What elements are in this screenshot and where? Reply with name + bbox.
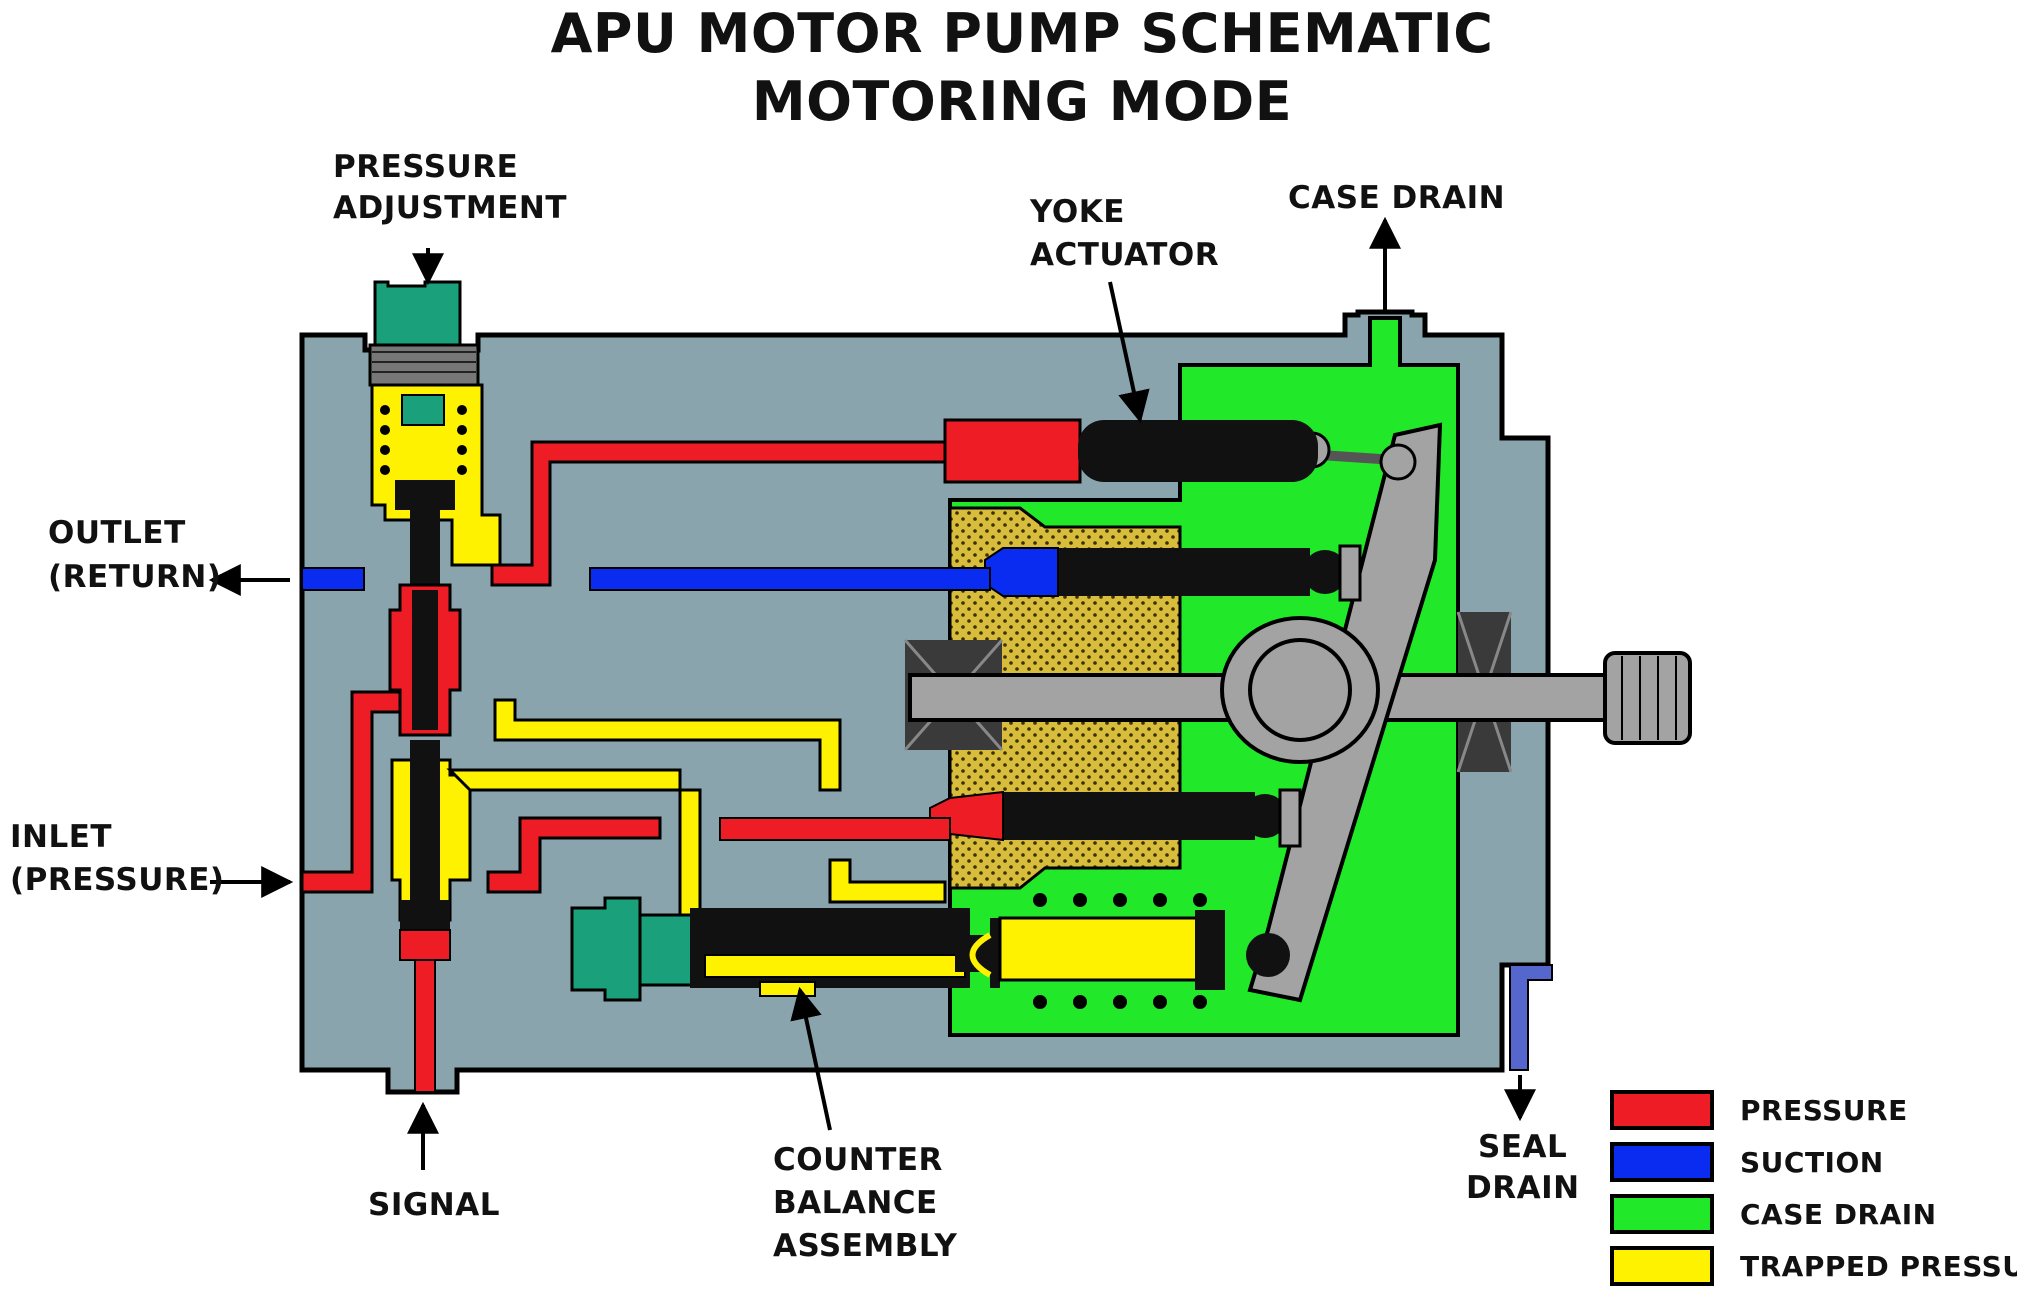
suction-line	[589, 567, 991, 591]
trapped-line-upper	[493, 698, 842, 792]
lower-pressure-line	[486, 816, 662, 894]
counter-balance-assembly	[570, 893, 1225, 1009]
label-pressure-adjustment-1: PRESSURE	[333, 149, 518, 185]
legend-swatch	[1610, 1142, 1714, 1182]
signal-line	[414, 959, 436, 1093]
title-line-1: APU MOTOR PUMP SCHEMATIC	[551, 2, 1494, 65]
lower-piston	[929, 788, 1302, 848]
piston-pressure-line	[719, 817, 951, 841]
fluid-lines	[300, 440, 1553, 1071]
yoke-lower-shoe	[1246, 933, 1290, 977]
actuator-piston	[1078, 420, 1318, 482]
counter-balance-leader	[790, 986, 832, 1131]
label-counter-balance-3: ASSEMBLY	[773, 1228, 957, 1264]
label-signal: SIGNAL	[368, 1187, 500, 1223]
upper-piston-rod	[1055, 548, 1310, 596]
label-outlet-2: (RETURN)	[48, 559, 222, 595]
outlet-line	[301, 567, 365, 591]
legend: PRESSURE SUCTION CASE DRAIN TRAPPED PRESSUR…	[1610, 1090, 2017, 1286]
counter-balance-cap	[570, 896, 642, 1002]
callout-arrows	[208, 216, 1536, 1170]
seal-drain-line	[1509, 964, 1553, 1071]
label-seal-drain-1: SEAL	[1478, 1129, 1567, 1165]
inlet-line	[300, 690, 402, 894]
yoke-actuator-leader	[1108, 281, 1150, 424]
label-inlet-2: (PRESSURE)	[10, 862, 225, 898]
shaft-spline	[1603, 651, 1692, 745]
counter-balance-spool	[998, 916, 1212, 982]
legend-label: CASE DRAIN	[1740, 1198, 1937, 1231]
label-pressure-adjustment-2: ADJUSTMENT	[333, 190, 567, 226]
legend-label: TRAPPED PRESSURE	[1740, 1250, 2017, 1283]
legend-swatch	[1610, 1194, 1714, 1234]
legend-label: SUCTION	[1740, 1146, 1884, 1179]
label-outlet-1: OUTLET	[48, 515, 186, 551]
actuator-pressure-line	[490, 440, 947, 587]
upper-piston	[984, 544, 1362, 602]
label-inlet-1: INLET	[10, 819, 112, 855]
actuator-pressure-end	[943, 418, 1082, 484]
label-seal-drain-2: DRAIN	[1466, 1170, 1580, 1206]
legend-label: PRESSURE	[1740, 1094, 1908, 1127]
label-yoke-actuator-2: ACTUATOR	[1030, 237, 1219, 273]
label-counter-balance-2: BALANCE	[773, 1185, 938, 1221]
lower-piston-rod	[1000, 792, 1255, 840]
label-yoke-actuator-1: YOKE	[1029, 194, 1125, 230]
valve-spring-chamber	[370, 383, 502, 567]
title-line-2: MOTORING MODE	[752, 70, 1292, 133]
valve-spool-stem	[410, 510, 440, 590]
upper-piston-suction	[984, 547, 1059, 597]
legend-swatch	[1610, 1090, 1714, 1130]
trapped-line-block	[828, 858, 947, 904]
compensator-valve	[368, 280, 502, 1093]
legend-swatch	[1610, 1246, 1714, 1286]
yoke-actuator	[943, 418, 1318, 484]
label-case-drain: CASE DRAIN	[1288, 180, 1505, 216]
label-counter-balance-1: COUNTER	[773, 1142, 943, 1178]
